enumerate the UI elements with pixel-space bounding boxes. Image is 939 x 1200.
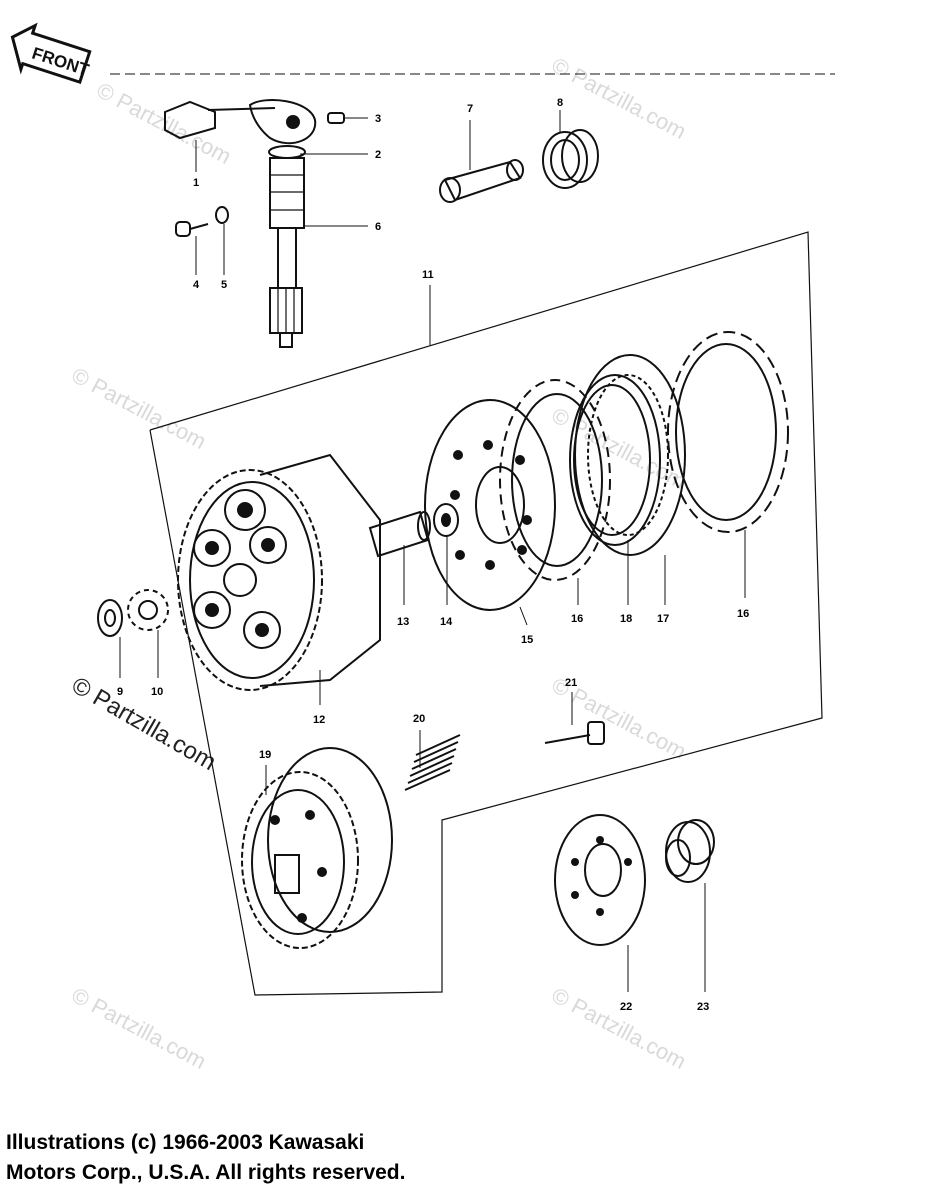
callout-12: 12 xyxy=(313,714,325,726)
watermark: © Partzilla.com xyxy=(548,52,691,144)
callout-18: 18 xyxy=(620,613,632,625)
callout-22: 22 xyxy=(620,1001,632,1013)
callout-21: 21 xyxy=(565,677,577,689)
front-arrow-icon: FRONT xyxy=(10,22,92,85)
callout-20: 20 xyxy=(413,713,425,725)
part-12-clutch-housing xyxy=(177,453,381,691)
part-21-bolt xyxy=(544,721,605,745)
part-10-gear xyxy=(127,589,169,631)
part-15-pressure-plate xyxy=(424,399,556,611)
callout-7: 7 xyxy=(467,103,473,115)
callout-9: 9 xyxy=(117,686,123,698)
part-14-washer xyxy=(433,503,459,537)
watermark: © Partzilla.com xyxy=(548,982,691,1074)
part-3-screw xyxy=(327,112,345,124)
callout-2: 2 xyxy=(375,149,381,161)
leader-lines xyxy=(119,110,746,992)
part-7-pin xyxy=(439,159,524,203)
callout-5: 5 xyxy=(221,279,227,291)
callout-labels: 1 2 3 4 5 6 7 8 9 10 11 12 13 14 15 16 1… xyxy=(117,97,749,1013)
copyright-line-1: Illustrations (c) 1966-2003 Kawasaki xyxy=(6,1131,365,1154)
watermarks: © Partzilla.com © Partzilla.com © Partzi… xyxy=(67,52,690,1074)
callout-6: 6 xyxy=(375,221,381,233)
callout-19: 19 xyxy=(259,749,271,761)
callout-16b: 16 xyxy=(737,608,749,620)
part-5-washer xyxy=(215,206,229,224)
callout-16a: 16 xyxy=(571,613,583,625)
part-16-friction-plate xyxy=(499,379,611,581)
callout-13: 13 xyxy=(397,616,409,628)
part-18-spring-plate xyxy=(569,374,661,546)
part-20-spring xyxy=(404,734,461,791)
callout-11: 11 xyxy=(422,269,434,281)
callout-3: 3 xyxy=(375,113,381,125)
callout-14: 14 xyxy=(440,616,453,628)
callout-15: 15 xyxy=(521,634,533,646)
callout-8: 8 xyxy=(557,97,563,109)
part-8-bearing xyxy=(542,129,599,189)
watermark: © Partzilla.com xyxy=(68,362,211,454)
part-23-cap xyxy=(665,819,715,883)
clutch-assembly-outline xyxy=(149,231,823,996)
part-17-steel-plate xyxy=(574,354,686,556)
part-6-shaft xyxy=(268,145,306,348)
part-22-plate xyxy=(554,814,646,946)
part-1-bracket xyxy=(164,99,317,145)
callout-10: 10 xyxy=(151,686,163,698)
watermark: © Partzilla.com xyxy=(93,77,236,169)
part-16-friction-plate-right xyxy=(667,331,789,533)
part-9-washer xyxy=(97,599,123,637)
callout-4: 4 xyxy=(193,279,200,291)
copyright-notice: Illustrations (c) 1966-2003 Kawasaki Mot… xyxy=(6,1128,526,1188)
callout-23: 23 xyxy=(697,1001,709,1013)
watermark: © Partzilla.com xyxy=(68,982,211,1074)
callout-1: 1 xyxy=(193,177,199,189)
callout-17: 17 xyxy=(657,613,669,625)
part-19-clutch-hub xyxy=(241,747,393,949)
part-4-bolt xyxy=(175,221,209,237)
copyright-line-2: Motors Corp., U.S.A. All rights reserved… xyxy=(6,1161,406,1184)
